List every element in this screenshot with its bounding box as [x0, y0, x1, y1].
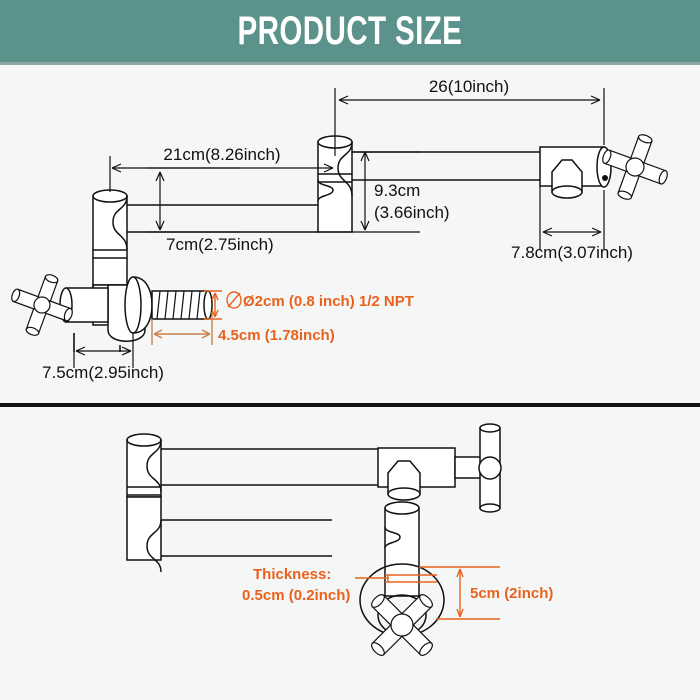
- dim-label-height-offset-2: (3.66inch): [374, 203, 450, 222]
- top-faucet-drawing: [2, 124, 678, 352]
- bottom-dimension-annotations: Thickness: 0.5cm (0.2inch) 5cm (2inch): [242, 566, 553, 620]
- dim-label-thickness-2: 0.5cm (0.2inch): [242, 587, 350, 604]
- page-title: PRODUCT SIZE: [237, 9, 463, 53]
- dim-label-height-offset-1: 9.3cm: [374, 181, 420, 200]
- upper-elbow-joint: [337, 141, 353, 197]
- bottom-left-riser: [126, 433, 162, 561]
- header-bar: PRODUCT SIZE: [0, 0, 700, 62]
- dim-base-width: 7.5cm(2.95inch): [42, 333, 164, 382]
- dim-label-thickness-1: Thickness:: [253, 566, 331, 583]
- section-divider: [0, 403, 700, 407]
- dim-lower-arm: 21cm(8.26inch): [109, 140, 336, 192]
- bottom-upper-arm: [161, 448, 378, 486]
- dim-height-offset: 9.3cm (3.66inch): [318, 151, 450, 233]
- bottom-cross-handle[interactable]: [348, 571, 455, 678]
- dim-upper-arm: 26(10inch): [334, 77, 605, 145]
- bottom-faucet-drawing: [126, 423, 502, 678]
- left-cross-handle[interactable]: [2, 265, 83, 346]
- bottom-upper-elbow-left: [146, 439, 162, 493]
- wall-riser-pipe: [92, 189, 128, 286]
- dim-label-drop: 7cm(2.75inch): [166, 235, 274, 254]
- dim-label-lower-arm: 21cm(8.26inch): [163, 145, 280, 164]
- dim-spout-width: 7.8cm(3.07inch): [511, 186, 633, 262]
- wall-mount-body: [59, 276, 153, 342]
- dim-label-inlet-diameter: Ø2cm (0.8 inch) 1/2 NPT: [243, 293, 414, 310]
- bottom-right-handle-post[interactable]: [478, 423, 502, 513]
- bottom-lower-arm: [161, 519, 332, 557]
- dim-drop: 7cm(2.75inch): [146, 167, 274, 254]
- dim-handle-height: 5cm (2inch): [419, 566, 553, 620]
- dim-thickness: Thickness: 0.5cm (0.2inch): [242, 566, 437, 604]
- lower-arm-pipe: [127, 204, 318, 233]
- dim-label-base-width: 7.5cm(2.95inch): [42, 363, 164, 382]
- dim-inlet-diameter: Ø2cm (0.8 inch) 1/2 NPT: [204, 290, 414, 320]
- top-dimension-annotations: 26(10inch) 21cm(8.26inch) 9.3cm (3.66inc…: [42, 77, 633, 382]
- dim-label-upper-arm: 26(10inch): [429, 77, 509, 96]
- dim-label-spout-width: 7.8cm(3.07inch): [511, 243, 633, 262]
- dim-thread-length: 4.5cm (1.78inch): [151, 312, 335, 345]
- bottom-lower-elbow-left: [146, 519, 162, 573]
- npt-threaded-inlet: [151, 290, 213, 320]
- spout-valve-body: [539, 146, 612, 199]
- bottom-valve-body: [377, 447, 487, 501]
- dim-label-thread-length: 4.5cm (1.78inch): [218, 327, 335, 344]
- upper-arm-pipe: [352, 151, 540, 181]
- dim-label-handle-height: 5cm (2inch): [470, 585, 553, 602]
- header-underline: [0, 62, 700, 65]
- lower-elbow-joint: [112, 195, 128, 251]
- right-cross-handle[interactable]: [592, 124, 678, 210]
